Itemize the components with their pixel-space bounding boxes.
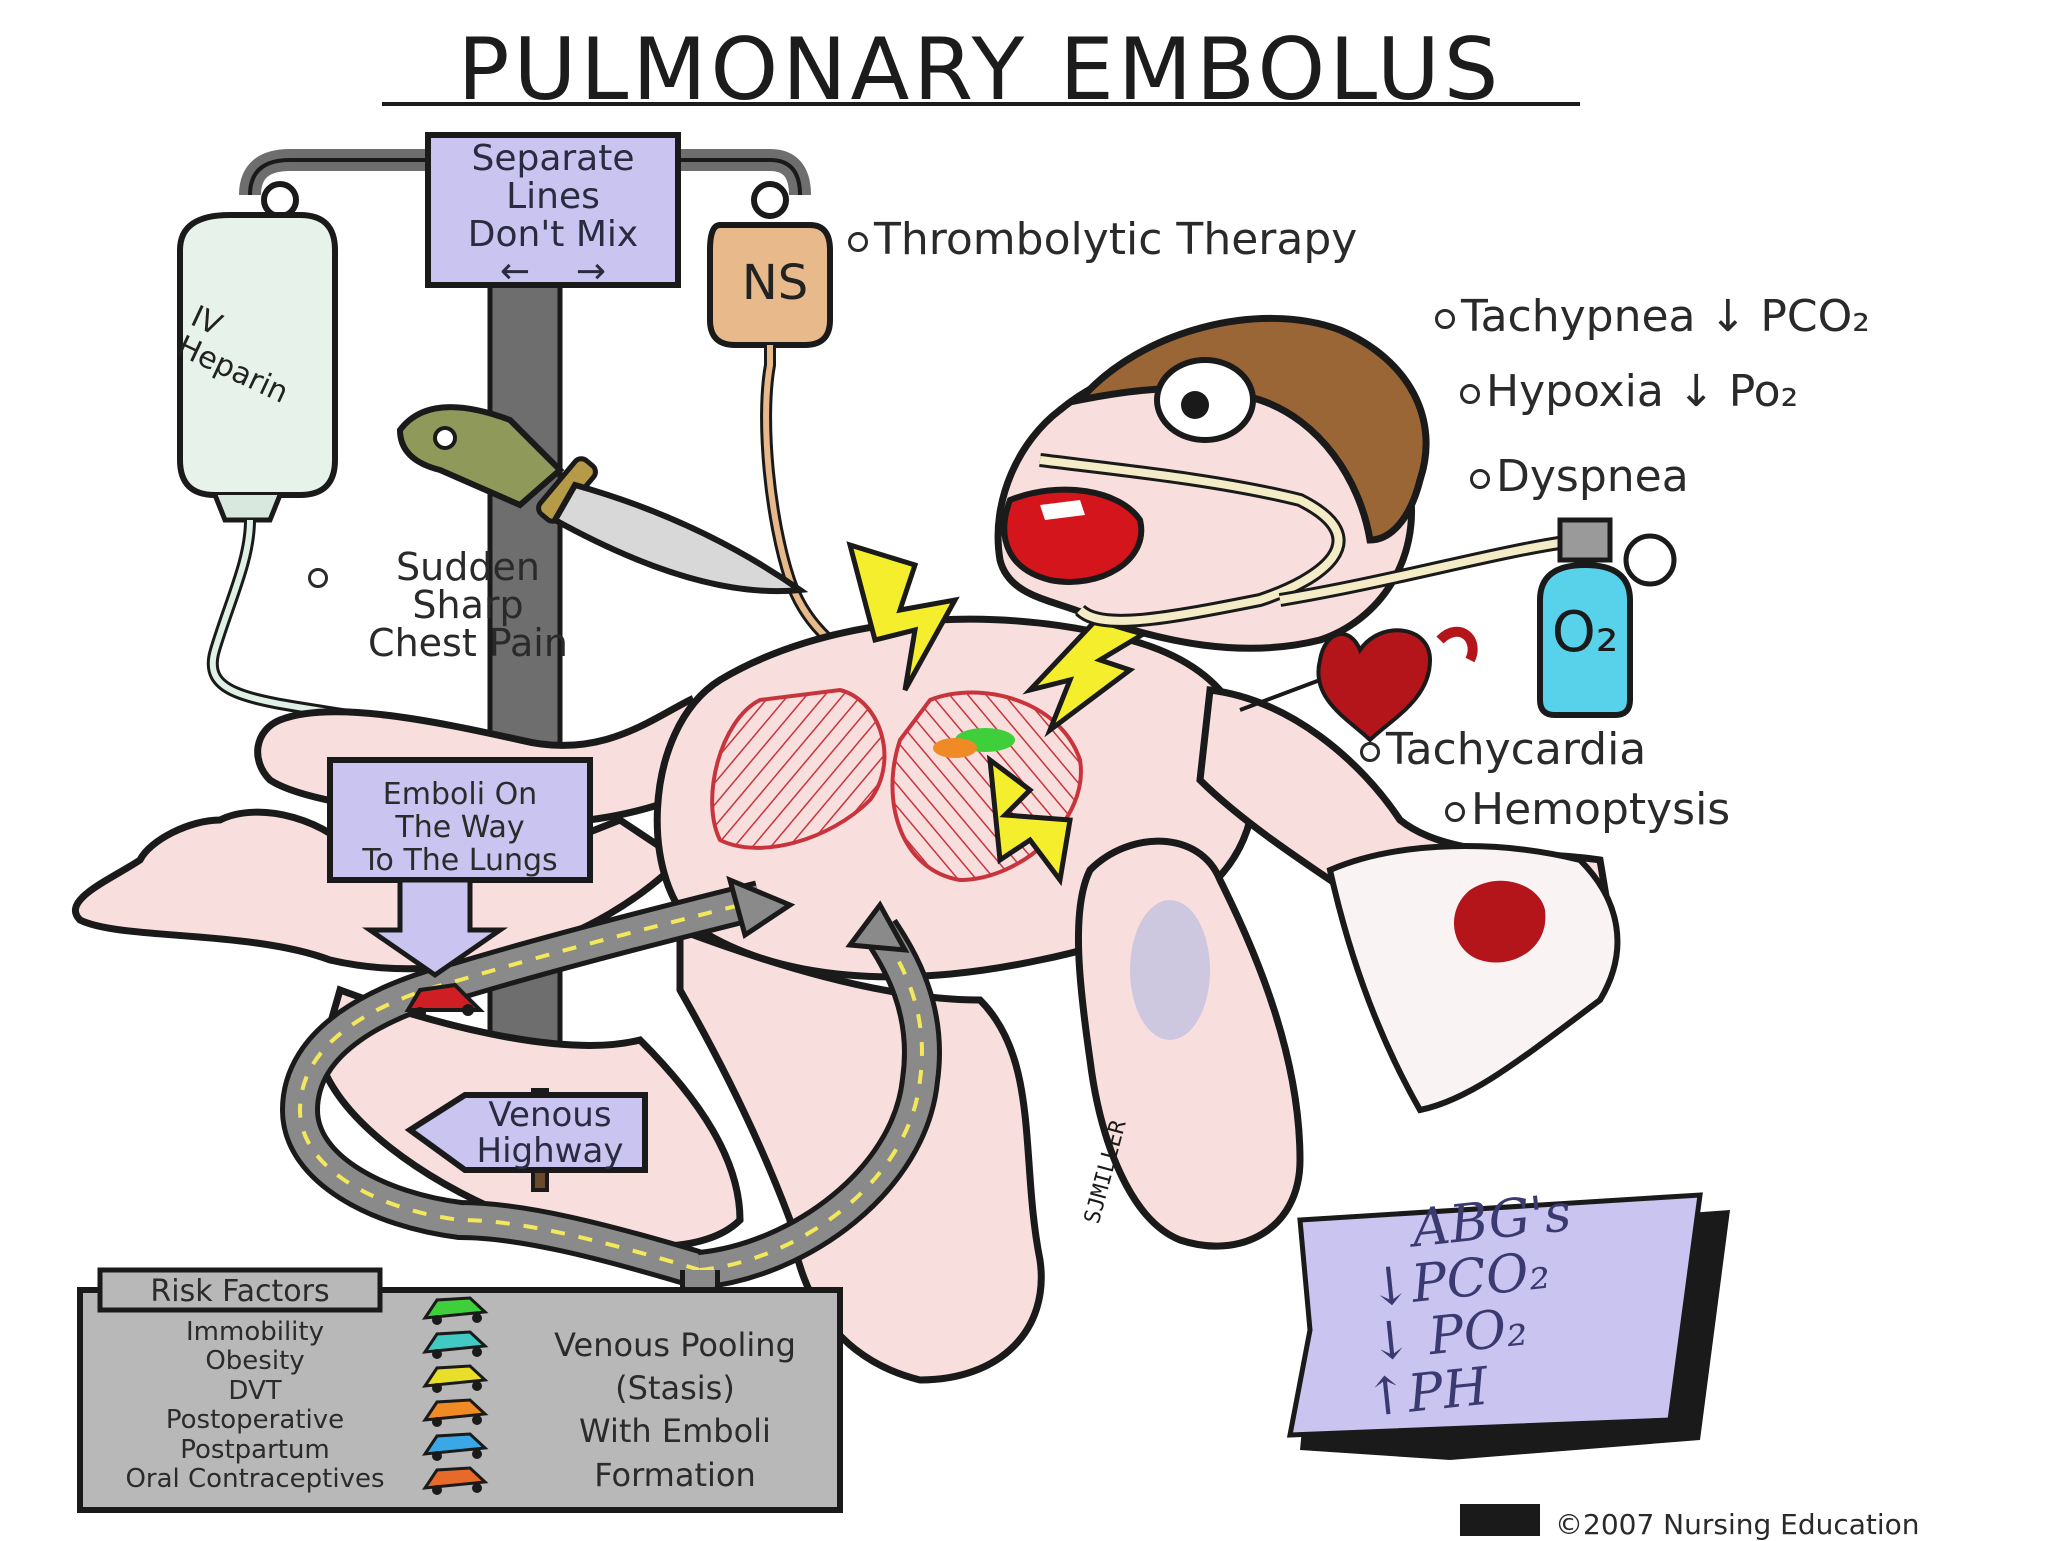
risk-factors-header: Risk Factors — [150, 1274, 330, 1309]
risk-item: Immobility — [186, 1317, 324, 1347]
abg-paper — [1286, 1192, 1730, 1460]
venous-highway-text: Venous Highway — [476, 1095, 624, 1171]
bullet-icon — [1360, 742, 1380, 762]
bloody-tissue — [1326, 843, 1621, 1114]
risk-item: Oral Contraceptives — [125, 1463, 385, 1494]
patient-body — [254, 615, 1615, 1384]
sign-line-3: Don't Mix — [467, 213, 639, 255]
sign-line-2: Lines — [506, 175, 600, 217]
dyspnea-label: Dyspnea — [1470, 455, 1689, 499]
lungs — [710, 687, 1083, 883]
chest-pain-label: Sudden Sharp Chest Pain — [308, 548, 628, 662]
hemoptysis-label: Hemoptysis — [1445, 788, 1730, 832]
thrombolytic-therapy-label: Thrombolytic Therapy — [848, 218, 1357, 262]
embolus-car — [404, 982, 485, 1019]
left-leg — [72, 808, 686, 973]
risk-cars — [421, 1296, 489, 1495]
risk-item: Obesity — [205, 1346, 305, 1377]
emboli-sign-arrow — [361, 877, 509, 979]
nse-logo — [1460, 1504, 1540, 1536]
oxygen-tank — [1537, 517, 1677, 718]
bullet-icon — [1435, 309, 1455, 329]
hypoxia-label: Hypoxia ↓ Po₂ — [1460, 370, 1798, 414]
bullet-icon — [1445, 802, 1465, 822]
knife — [396, 404, 809, 595]
emboli-sign-text: Emboli On The Way To The Lungs — [362, 777, 558, 878]
bullet-icon — [308, 568, 328, 588]
risk-item: Postoperative — [165, 1405, 345, 1436]
tachycardia-label: Tachycardia — [1360, 728, 1646, 772]
emboli-sign — [327, 757, 593, 883]
bullet-icon — [1470, 469, 1490, 489]
separate-lines-sign-text: Separate Lines Don't Mix ← → — [428, 140, 678, 291]
venous-pooling-text: Venous Pooling (Stasis) With Emboli Form… — [554, 1326, 796, 1494]
risk-item: Postpartum — [180, 1434, 330, 1465]
separate-lines-sign — [425, 132, 681, 288]
racing-heart-icon — [1239, 626, 1478, 743]
risk-factors-list: Immobility Obesity DVT Postoperative Pos… — [85, 1317, 425, 1494]
patient-head — [994, 314, 1581, 652]
bullet-icon — [1460, 384, 1480, 404]
bullet-icon — [848, 232, 868, 252]
ns-label: NS — [741, 255, 809, 311]
abg-text: ABG's ↓PCO₂ ↓ PO₂ ↑PH — [1361, 1183, 1574, 1430]
copyright-text: ©2007 Nursing Education — [1555, 1508, 1920, 1541]
o2-tank-label: O₂ — [1551, 600, 1619, 665]
tachypnea-label: Tachypnea ↓ PCO₂ — [1435, 295, 1870, 339]
double-arrow-icon: ← → — [499, 251, 607, 293]
risk-item: DVT — [228, 1375, 282, 1406]
venous-highway-sign — [404, 1088, 648, 1192]
chest-pain-lightning — [846, 541, 1155, 887]
title-underline — [382, 102, 1580, 106]
sign-line-1: Separate — [471, 138, 635, 179]
